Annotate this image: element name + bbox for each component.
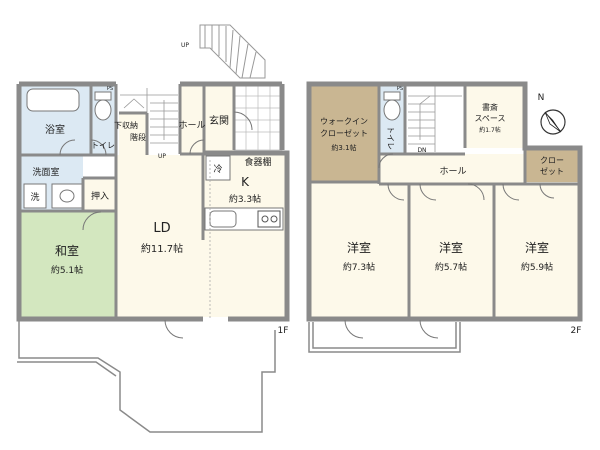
closet-floor <box>525 148 580 182</box>
label-storage: 下収納 <box>114 120 138 130</box>
washitsu-floor <box>19 211 117 317</box>
entrance-tiles <box>233 83 283 151</box>
outside-stairs <box>199 24 266 79</box>
stairs-2f <box>408 86 462 152</box>
study-floor <box>465 84 525 148</box>
label-up-1f: UP <box>158 153 166 160</box>
label-room2-size: 約5.7帖 <box>435 261 467 273</box>
terrace-1f <box>18 320 276 433</box>
label-room3-size: 約5.9帖 <box>521 261 553 273</box>
room1-floor <box>309 182 409 319</box>
sink-bowl <box>209 210 237 228</box>
compass <box>540 109 566 135</box>
label-floor-1f: 1F <box>278 326 289 336</box>
storage-under-stairs-floor <box>119 113 147 155</box>
label-hall-1f: ホール <box>178 120 205 131</box>
label-oshiire: 押入 <box>91 190 109 202</box>
toilet-tank-2f <box>383 91 401 101</box>
label-ps-2f: PS <box>397 86 403 92</box>
labels-1f: 浴室 トイレ PS 下収納 階段 UP ホール 玄関 UP 洗面室 洗 押入 和… <box>30 42 288 336</box>
label-ps-1f: PS <box>107 86 113 92</box>
basin-bowl <box>59 189 75 203</box>
toilet-bowl-1f <box>94 99 112 121</box>
label-closet-line2: ゼット <box>540 166 564 176</box>
label-kitchen: K <box>241 175 250 189</box>
label-walkin-line1: ウォークイン <box>320 117 368 126</box>
label-stairs-1f: 階段 <box>130 132 146 142</box>
label-closet-line1: クロー <box>540 156 564 165</box>
label-washroom: 洗面室 <box>32 166 59 178</box>
label-study-line2: スペース <box>474 114 505 123</box>
label-floor-2f: 2F <box>571 326 582 336</box>
label-room1: 洋室 <box>347 240 371 255</box>
label-washer: 洗 <box>30 191 39 203</box>
label-walkin-size: 約3.1帖 <box>331 143 356 152</box>
hall-floor-1f <box>180 84 204 154</box>
doors-2f <box>344 153 555 339</box>
label-hall-2f: ホール <box>439 166 466 177</box>
label-toilet-1f: トイレ <box>91 141 115 150</box>
label-ld: LD <box>153 221 170 236</box>
floor-1 <box>16 24 290 433</box>
label-bath: 浴室 <box>45 123 65 136</box>
label-compass-n: N <box>538 93 545 103</box>
label-ld-size: 約11.7帖 <box>141 242 183 255</box>
hall-floor-2f <box>379 154 525 184</box>
label-room1-size: 約7.3帖 <box>343 261 375 273</box>
labels-2f: ウォークイン クローゼット 約3.1帖 トイレ PS DN 書斎 スペース 約1… <box>320 86 581 336</box>
label-room3: 洋室 <box>525 240 549 255</box>
oshiire-floor <box>83 178 117 211</box>
label-toilet-2f: トイレ <box>386 126 395 150</box>
room3-floor <box>494 182 580 319</box>
interior-walls-2f <box>309 84 580 319</box>
label-washitsu: 和室 <box>55 243 79 258</box>
label-study-size: 約1.7帖 <box>479 126 501 134</box>
toilet-bowl-2f <box>383 99 401 121</box>
room2-floor <box>409 182 494 319</box>
floor-2 <box>306 81 583 353</box>
label-room2: 洋室 <box>439 240 463 255</box>
doors-1f <box>59 111 253 339</box>
burner-2 <box>270 215 278 223</box>
burner-1 <box>261 215 269 223</box>
label-dn: DN <box>417 147 426 154</box>
toilet-tank-1f <box>94 91 112 101</box>
compass-ring-icon <box>540 109 566 135</box>
label-washitsu-size: 約5.1帖 <box>51 264 83 276</box>
label-outside-up: UP <box>181 42 189 49</box>
interior-walls-1f <box>19 84 236 319</box>
walkin-floor <box>309 84 379 182</box>
label-study-line1: 書斎 <box>482 102 498 112</box>
cooktop <box>257 210 281 228</box>
walls-2f <box>306 81 583 322</box>
label-kitchen-size: 約3.3帖 <box>229 193 261 205</box>
label-entrance: 玄関 <box>209 114 229 127</box>
label-walkin-line2: クローゼット <box>320 128 368 138</box>
bathtub <box>26 88 80 112</box>
balcony-2f <box>308 322 461 353</box>
label-fridge: 冷 <box>213 163 222 175</box>
washer-box <box>23 183 47 209</box>
label-cupboard: 食器棚 <box>244 156 271 168</box>
entrance-floor <box>204 84 234 154</box>
